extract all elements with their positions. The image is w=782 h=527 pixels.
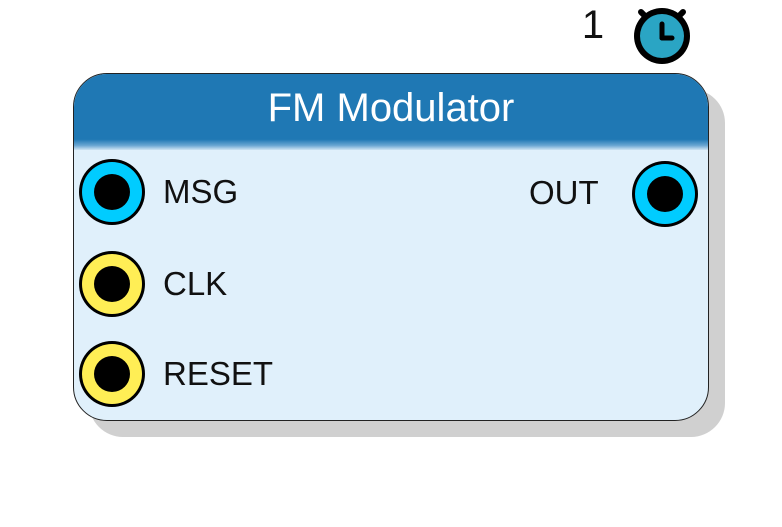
timer-count: 1 <box>581 3 605 47</box>
out-port-label: OUT <box>529 174 599 211</box>
block-header[interactable]: FM Modulator <box>74 74 708 150</box>
clk-input-port[interactable] <box>77 249 147 319</box>
fm-modulator-block[interactable]: FM Modulator <box>73 73 709 421</box>
stopwatch-icon[interactable] <box>628 0 696 68</box>
block-title: FM Modulator <box>267 86 515 130</box>
msg-port-label: MSG <box>163 173 239 210</box>
msg-input-port[interactable] <box>77 157 147 227</box>
clk-port-label: CLK <box>163 265 228 302</box>
out-output-port[interactable] <box>630 159 700 229</box>
reset-port-label: RESET <box>163 355 274 392</box>
reset-input-port[interactable] <box>77 339 147 409</box>
